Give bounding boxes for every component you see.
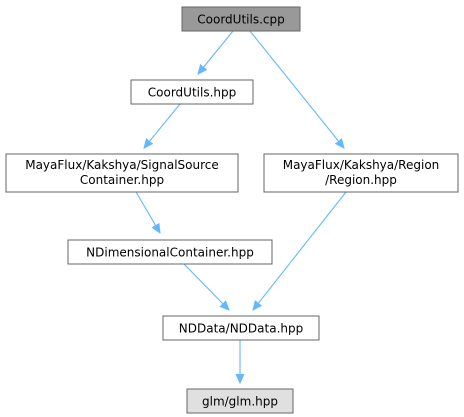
node-label: NDimensionalContainer.hpp [86,246,254,260]
node-label: NDData/NDData.hpp [179,322,303,336]
node-coordutils-hpp[interactable]: CoordUtils.hpp [130,79,254,105]
node-label-line1: MayaFlux/Kakshya/SignalSource [25,158,219,172]
node-glm[interactable]: glm/glm.hpp [186,388,294,414]
node-label: glm/glm.hpp [202,395,278,409]
node-label: CoordUtils.hpp [148,86,236,100]
node-label: CoordUtils.cpp [197,13,284,27]
node-label-line2: Container.hpp [80,173,164,187]
edge-coordutils-hpp-to-signal-source-container [144,103,181,148]
edge-region-to-nddata [253,191,347,310]
node-nddata[interactable]: NDData/NDData.hpp [162,315,320,341]
edge-signal-source-container-to-ndimensional-container [135,191,160,233]
node-coordutils-cpp[interactable]: CoordUtils.cpp [181,6,301,32]
node-ndimensional-container[interactable]: NDimensionalContainer.hpp [67,239,273,265]
node-signal-source-container[interactable]: MayaFlux/Kakshya/SignalSource Container.… [5,153,239,193]
node-label-line2: /Region.hpp [325,173,397,187]
edge-coordutils-cpp-to-region [249,30,344,148]
edge-coordutils-cpp-to-coordutils-hpp [198,30,234,74]
node-label-line1: MayaFlux/Kakshya/Region [283,158,440,172]
edge-ndimensional-container-to-nddata [183,263,229,310]
node-region[interactable]: MayaFlux/Kakshya/Region /Region.hpp [263,153,459,193]
